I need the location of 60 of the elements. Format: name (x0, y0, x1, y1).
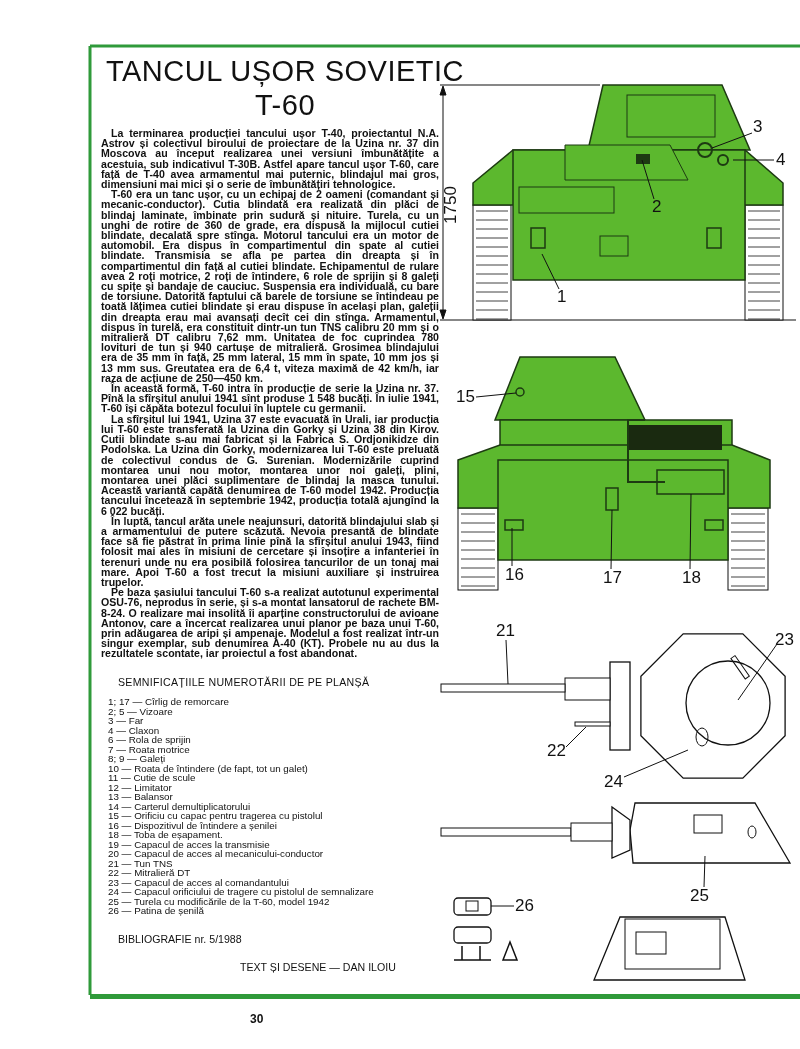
body-paragraph: La sfîrșitul lui 1941, Uzina 37 este evacuată în Urali, iar producția lui T-60 este transferată la Uzina din Gorky și Uzina 38 din Kirov. Cutii blindate s-au mai fabricat și la Fabrica S. Ordjonikidze din Podolska. La Uzina din Gorky, modernizarea lui T-60 este preluată de colectivul condus de G. Surenian. Modernizările cuprind montarea unui nou motor, montarea unor noi galeți, plini, montarea unei plăci suplimentare de blindaj la masca tunului. Această variantă capătă denumirea de T-60 model 1942. Producția tancului încetează în septembrie 1942, producția totală ajungînd la 6 022 bucăți. (101, 413, 439, 516)
list-item: 26 — Patina de șenilă (108, 906, 204, 916)
list-item: 18 — Toba de eșapament. (108, 830, 223, 840)
list-item: 11 — Cutie de scule (108, 773, 196, 783)
list-item: 3 — Far (108, 716, 144, 726)
title: TANCUL UȘOR SOVIETIC T-60 (104, 54, 465, 122)
callout-number: 4 (776, 151, 786, 169)
body-paragraph: În această formă, T-60 intra în producție de serie la Uzina nr. 37. Pînă la sfîrșitul anului 1941 sînt produse 1 548 bucăți. În iulie 1941, T-60 își căpăta botezul focului în luptele cu germanii. (101, 383, 439, 414)
leader-line (689, 493, 692, 570)
list-item: 12 — Limitator (108, 782, 172, 793)
leader-line (565, 726, 587, 748)
body-paragraph: Pe baza șasiului tancului T-60 s-a realizat autotunul experimental OSU-76, neprodus în serie, și s-a montat lansatorul de rachete BM-8-24. O realizare mai insolită îi aparține constructorului de avioane Antonov, care a încercat realizarea unui planor pe baza unui T-60, prin adăugarea de aripi și ampenaje. Modelul a fost realizat într-un singur exemplar, sub denumirea A-40 (KT). Probele nu au dus la rezultatele scontate, iar proiectul a fost abandonat. (101, 587, 439, 659)
list-item: 4 — Claxon (108, 725, 160, 736)
list-item: 21 — Tun TNS (108, 858, 173, 869)
bibliography-note: BIBLIOGRAFIE nr. 5/1988 (118, 934, 242, 946)
list-heading: SEMNIFICAȚIILE NUMEROTĂRII DE PE PLANȘĂ (118, 677, 370, 689)
list-item: 22 — Mitralieră DT (108, 868, 191, 878)
credits-line: TEXT ȘI DESENE — DAN ILOIU (240, 962, 396, 974)
callout-number: 21 (496, 622, 515, 640)
leader-line (703, 855, 706, 888)
list-item: 15 — Orificiu cu capac pentru tragerea cu pistolul (108, 811, 323, 821)
list-item: 16 — Dispozitivul de întindere a șenilei (108, 820, 277, 831)
leader-line (737, 643, 778, 701)
callout-number: 1 (557, 288, 567, 306)
page-number: 30 (250, 1014, 264, 1026)
callout-number: 23 (775, 631, 794, 649)
list-item: 13 — Balansor (108, 792, 173, 802)
callout-number: 2 (652, 198, 662, 216)
callout-number: 24 (604, 773, 623, 791)
callout-number: 15 (456, 388, 475, 406)
callout-number: 22 (547, 742, 566, 760)
list-item: 14 — Carterul demultiplicatorului (108, 801, 251, 812)
list-item: 7 — Roata motrice (108, 744, 190, 755)
leader-line (641, 159, 655, 200)
list-item: 1; 17 — Cîrlig de remorcare (108, 697, 229, 707)
leader-line (623, 749, 689, 778)
callout-number: 16 (505, 566, 524, 584)
callout-number: 26 (515, 897, 534, 915)
leader-line (475, 392, 517, 398)
leader-line (732, 159, 775, 161)
list-item: 23 — Capacul de acces al comandantului (108, 877, 289, 888)
list-item: 19 — Capacul de acces la transmisie (108, 839, 270, 850)
list-item: 25 — Turela cu modificările de la T-60, model 1942 (108, 896, 330, 907)
callout-number: 18 (682, 569, 701, 587)
leader-line (511, 527, 513, 567)
list-item: 6 — Rola de sprijin (108, 735, 191, 745)
list-item: 10 — Roata de întindere (de fapt, tot un galet) (108, 763, 308, 774)
callout-number: 25 (690, 887, 709, 905)
list-item: 20 — Capacul de acces al mecanicului-conductor (108, 849, 324, 859)
leader-line (505, 639, 509, 685)
leader-line (711, 132, 753, 149)
body-paragraph: La terminarea producției tancului ușor T-40, proiectantul N.A. Astrov și colectivul biroului de proiectare de la Uzina nr. 37 din Moscova au început realizarea unei versiuni îmbunătățite a acestuia, sub indicativul T-30B. Astfel apare tancul ușor T-60, care față de T-40 avea armamentul mai puternic, blindajul mai gros, dimensiuni mai mici și o serie de îmbunătățiri tehnologice. (101, 128, 439, 190)
list-item: 2; 5 — Vizoare (108, 706, 173, 717)
leader-line (490, 905, 515, 907)
callout-number: 17 (603, 569, 622, 587)
list-item: 8; 9 — Galeți (108, 754, 166, 764)
leader-line (610, 509, 613, 570)
dimension-label: 1750 (441, 186, 460, 224)
list-item: 24 — Capacul orificiului de tragere cu pistolul de semnalizare (108, 887, 374, 897)
callout-number: 3 (753, 118, 763, 136)
